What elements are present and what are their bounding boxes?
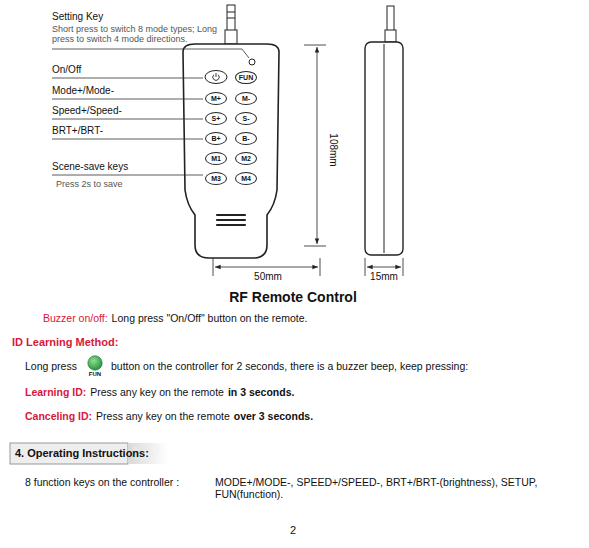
fun-key-circle — [87, 355, 103, 371]
remote-button: M1 — [205, 152, 227, 165]
text-run: over 3 seconds. — [234, 410, 313, 423]
dimension-label: 108mm — [327, 131, 339, 168]
remote-button: M4 — [235, 172, 257, 185]
button-label: B- — [242, 135, 249, 142]
button-label: FUN — [239, 74, 253, 81]
text-run: button on the controller for 2 seconds, … — [111, 360, 468, 373]
remote-button: M+ — [205, 92, 227, 105]
callout-label: Setting Key — [52, 11, 103, 23]
callout-label: Speed+/Speed- — [52, 105, 122, 117]
remote-button: FUN — [235, 71, 257, 84]
button-label: M- — [242, 95, 250, 102]
callout-label: On/Off — [52, 64, 81, 76]
antenna — [225, 5, 237, 44]
callout-label: Mode+/Mode- — [52, 85, 114, 97]
text-line: ID Learning Method: — [12, 336, 122, 349]
text-line: Canceling ID: Press any key on the remote… — [25, 410, 317, 423]
text-run: ID Learning Method: — [12, 336, 118, 349]
button-label: M1 — [211, 155, 221, 162]
text-run: Press any key on the remote — [90, 386, 224, 399]
leader-lines — [52, 49, 249, 175]
remote-button: S- — [235, 112, 257, 125]
remote-button: M3 — [205, 172, 227, 185]
button-label: S+ — [212, 115, 221, 122]
text-line: Buzzer on/off: Long press "On/Off" button… — [43, 312, 311, 325]
text-line: 8 function keys on the controller : — [25, 476, 183, 489]
remote-body — [183, 44, 279, 258]
dimension-lines — [213, 45, 403, 276]
page-number: 2 — [288, 524, 298, 537]
text-run: Buzzer on/off: — [43, 312, 108, 325]
remote-button: M2 — [235, 152, 257, 165]
button-label: M+ — [211, 95, 221, 102]
text-run: Long press "On/Off" button on the remote… — [112, 312, 308, 325]
callout-label: Short press to switch 8 mode types; Long… — [52, 24, 222, 45]
button-label: B+ — [211, 135, 220, 142]
callout-label: Scene-save keys — [52, 161, 128, 173]
text-run: 8 function keys on the controller : — [25, 476, 179, 489]
speaker-slots — [217, 215, 245, 225]
text-run: Long press — [25, 360, 77, 373]
dimension-label: 15mm — [368, 271, 400, 283]
callout-label: MODE+/MODE-, SPEED+/SPEED-, BRT+/BRT-(br… — [215, 476, 575, 500]
text-run: Canceling ID: — [25, 410, 92, 423]
remote-button: B- — [235, 132, 257, 145]
text-run: in 3 seconds. — [228, 386, 295, 399]
remote-button: S+ — [205, 112, 227, 125]
button-label: S- — [243, 115, 250, 122]
text-line: Learning ID: Press any key on the remote i… — [25, 386, 298, 399]
text-line: Long pressFUN button on the controller fo… — [25, 355, 472, 377]
remote-button: M- — [235, 92, 257, 105]
fun-key-icon: FUN — [87, 355, 103, 377]
side-view — [365, 6, 403, 255]
fun-key-label: FUN — [89, 371, 101, 377]
callout-label: Press 2s to save — [56, 179, 123, 189]
section-heading-box — [10, 443, 168, 464]
button-label: M2 — [241, 155, 251, 162]
figure-caption: RF Remote Control — [229, 289, 357, 305]
text-run: Press any key on the remote — [96, 410, 230, 423]
button-label: M4 — [241, 175, 251, 182]
power-button — [205, 71, 227, 84]
text-run: Learning ID: — [25, 386, 86, 399]
remote-button: B+ — [205, 132, 227, 145]
dimension-label: 50mm — [252, 271, 284, 283]
setting-key — [249, 59, 255, 65]
callout-label: BRT+/BRT- — [52, 125, 103, 137]
callout-label: 4. Operating Instructions: — [15, 447, 149, 460]
button-label: M3 — [211, 175, 221, 182]
